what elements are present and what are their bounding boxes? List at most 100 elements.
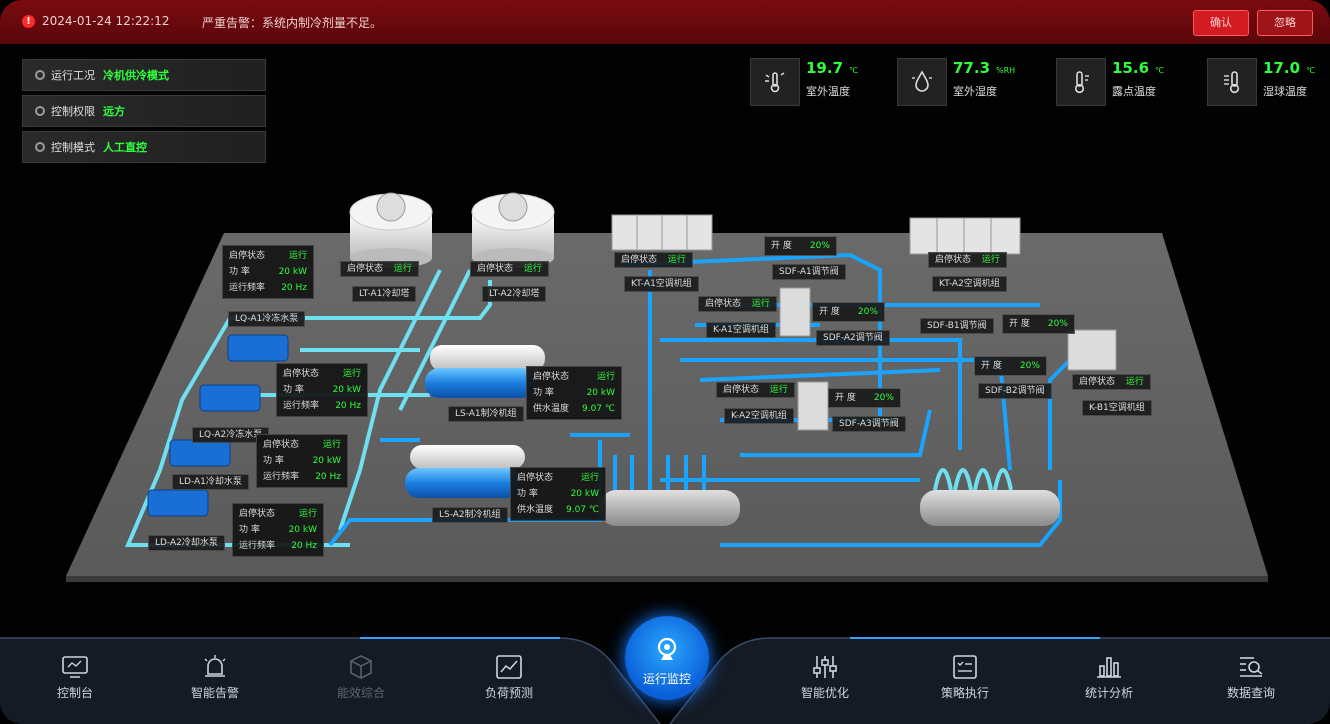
valve-sdf-a3-tag[interactable]: SDF-A3调节阀 (832, 416, 906, 432)
env-wet-bulb: 17.0℃ 湿球温度 (1207, 58, 1315, 110)
cooling-tower-lt-a2 (471, 192, 555, 268)
nav-load-forecast[interactable]: 负荷预测 (464, 650, 554, 701)
bar-chart-icon (1064, 650, 1154, 684)
ahu-k-a2-state: 启停状态 运行 (716, 382, 795, 398)
ahu-kt-a2-state: 启停状态 运行 (928, 252, 1007, 268)
cooling-tower-lt-a1-state: 启停状态 运行 (340, 261, 419, 277)
pump-lq-a1-tag[interactable]: LQ-A1冷冻水泵 (228, 311, 306, 327)
env-outdoor-temp: 19.7 ℃ 室外温度 (750, 58, 858, 110)
nav-data-query[interactable]: 数据查询 (1206, 650, 1296, 701)
search-list-icon (1206, 650, 1296, 684)
cooling-tower-lt-a1-tag[interactable]: LT-A1冷却塔 (352, 286, 417, 302)
ahu-k-a1 (779, 287, 811, 337)
ahu-kt-a1-state: 启停状态 运行 (614, 252, 693, 268)
cooling-tower-lt-a2-state: 启停状态 运行 (470, 261, 549, 277)
ahu-k-a1-tag[interactable]: K-A1空调机组 (706, 322, 776, 338)
ring-icon (35, 70, 45, 80)
nav-smart-optimization[interactable]: 智能优化 (780, 650, 870, 701)
ahu-k-a2-tag[interactable]: K-A2空调机组 (724, 408, 794, 424)
ring-icon (35, 106, 45, 116)
sliders-icon (780, 650, 870, 684)
status-label: 运行工况 (51, 69, 95, 82)
env-value: 19.7 (806, 59, 844, 77)
status-value: 远方 (103, 105, 125, 118)
cube-icon (316, 650, 406, 684)
chiller-ls-a1 (425, 345, 545, 398)
siren-icon (170, 650, 260, 684)
floor-edge (66, 576, 1268, 582)
status-value: 人工直控 (103, 141, 147, 154)
ignore-alarm-button[interactable]: 忽略 (1257, 10, 1313, 36)
nav-statistical-analysis[interactable]: 统计分析 (1064, 650, 1154, 701)
nav-label: 统计分析 (1084, 686, 1133, 700)
env-unit: %RH (996, 66, 1016, 75)
ahu-kt-a2 (909, 217, 1021, 255)
env-unit: ℃ (849, 66, 858, 75)
pump-ld-a1-tag[interactable]: LD-A1冷却水泵 (172, 474, 249, 490)
cooling-tower-lt-a2-tag[interactable]: LT-A2冷却塔 (482, 286, 547, 302)
env-value: 17.0 (1263, 59, 1301, 77)
valve-sdf-b2-tag[interactable]: SDF-B2调节阀 (978, 383, 1052, 399)
nav-label: 策略执行 (940, 686, 989, 700)
env-name: 露点温度 (1112, 85, 1156, 98)
nav-energy-efficiency[interactable]: 能效综合 (316, 650, 406, 701)
nav-label: 运行监控 (642, 672, 691, 686)
env-name: 湿球温度 (1263, 85, 1307, 98)
chiller-ls-a1-tag[interactable]: LS-A1制冷机组 (448, 406, 524, 422)
nav-label: 智能优化 (800, 686, 849, 700)
distribution-header (600, 455, 740, 526)
droplet-icon (897, 58, 947, 106)
env-value: 77.3 (953, 59, 991, 77)
nav-label: 控制台 (56, 686, 93, 700)
thermometer-icon (1056, 58, 1106, 106)
env-name: 室外湿度 (953, 85, 997, 98)
nav-label: 智能告警 (190, 686, 239, 700)
nav-label: 能效综合 (336, 686, 385, 700)
ahu-k-b1-tag[interactable]: K-B1空调机组 (1082, 400, 1152, 416)
alarm-bar: ! 2024-01-24 12:22:12 严重告警：系统内制冷剂量不足。 确认… (0, 0, 1330, 44)
alert-icon: ! (22, 15, 35, 28)
status-row-control-authority: 控制权限 远方 (22, 95, 266, 127)
valve-sdf-b1-tag[interactable]: SDF-B1调节阀 (920, 318, 994, 334)
ahu-kt-a1 (611, 214, 713, 251)
ahu-kt-a1-tag[interactable]: KT-A1空调机组 (624, 276, 699, 292)
env-dew-point: 15.6℃ 露点温度 (1056, 58, 1164, 110)
pump-ld-a2-tag[interactable]: LD-A2冷却水泵 (148, 535, 225, 551)
nav-label: 负荷预测 (484, 686, 533, 700)
status-label: 控制权限 (51, 105, 95, 118)
nav-smart-alarm[interactable]: 智能告警 (170, 650, 260, 701)
alarm-timestamp: 2024-01-24 12:22:12 (42, 14, 170, 28)
nav-console[interactable]: 控制台 (30, 650, 120, 701)
valve-sdf-a1-tag[interactable]: SDF-A1调节阀 (772, 264, 846, 280)
ahu-kt-a2-tag[interactable]: KT-A2空调机组 (932, 276, 1007, 292)
nav-operation-monitoring[interactable]: 运行监控 (625, 616, 709, 700)
nav-bar-background (0, 637, 1330, 724)
alarm-message: 严重告警：系统内制冷剂量不足。 (202, 16, 383, 30)
valve-sdf-a2-tag[interactable]: SDF-A2调节阀 (816, 330, 890, 346)
chiller-ls-a2-tag[interactable]: LS-A2制冷机组 (432, 507, 508, 523)
ring-icon (35, 142, 45, 152)
nav-label: 数据查询 (1226, 686, 1275, 700)
confirm-alarm-button[interactable]: 确认 (1193, 10, 1249, 36)
status-value: 冷机供冷模式 (103, 69, 169, 82)
nav-strategy-execution[interactable]: 策略执行 (920, 650, 1010, 701)
chart-line-icon (464, 650, 554, 684)
status-label: 控制模式 (51, 141, 95, 154)
status-panel: 运行工况 冷机供冷模式 控制权限 远方 控制模式 人工直控 (22, 59, 266, 167)
thermometer-sun-icon (750, 58, 800, 106)
monitor-icon (30, 650, 120, 684)
env-name: 室外温度 (806, 85, 850, 98)
env-outdoor-humidity: 77.3 %RH 室外湿度 (897, 58, 1015, 110)
env-unit: ℃ (1155, 66, 1164, 75)
ahu-k-a1-state: 启停状态 运行 (698, 296, 777, 312)
